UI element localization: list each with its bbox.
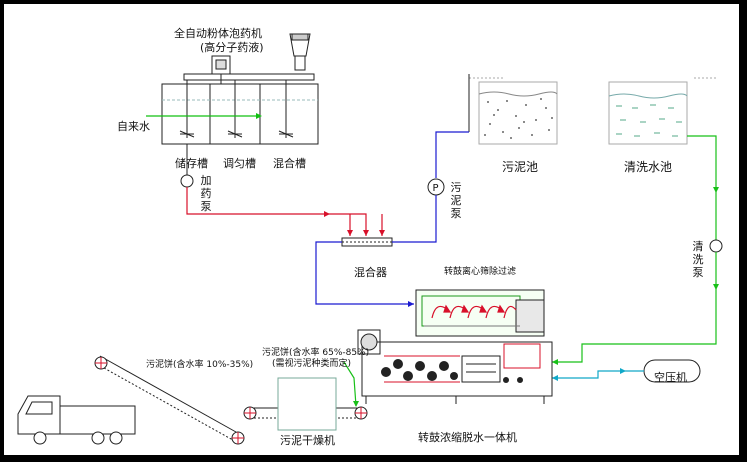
wash-pool-icon (608, 81, 688, 145)
cake-left-label: 污泥饼(含水率 10%-35%) (146, 360, 254, 370)
sludge-line (435, 131, 469, 178)
process-drawing: P (17, 33, 723, 445)
wash-pool-label: 清洗水池 (624, 160, 673, 174)
sludge-particles (484, 98, 553, 139)
rotary-filter-label: 转鼓离心筛除过滤 (444, 267, 517, 277)
rotary-drum-filter (415, 289, 545, 337)
sludge-dryer-label: 污泥干燥机 (280, 434, 335, 447)
mixer-label: 混合器 (354, 266, 387, 279)
dosing-pump-icon (180, 174, 194, 188)
storage-tank-label: 储存槽 (175, 157, 208, 170)
doser-unit (183, 33, 315, 84)
wash-water-dashes (616, 104, 682, 137)
cake-mid-label-1: 污泥饼(含水率 65%-85%) (262, 348, 370, 358)
doser-subtitle: (高分子药液) (200, 41, 264, 54)
sludge-pump-label: 污泥泵 (450, 181, 462, 220)
wash-line (687, 135, 717, 240)
air-line (552, 370, 644, 379)
main-machine-label: 转鼓浓缩脱水一体机 (418, 431, 517, 444)
cake-mid-label-2: (需视污泥种类而定) (272, 359, 352, 369)
wash-pump-label: 清洗泵 (692, 240, 704, 279)
sludge-pool-label: 污泥池 (502, 160, 539, 174)
air-compressor-label: 空压机 (654, 371, 687, 384)
truck-icon (17, 395, 136, 445)
wash-pump-icon (709, 239, 723, 253)
adjust-tank-label: 调匀槽 (223, 157, 256, 170)
dosing-pump-label: 加药泵 (200, 174, 212, 213)
sludge-pool-icon (478, 81, 558, 145)
tap-water-label: 自来水 (117, 120, 150, 133)
pump-symbol: P (433, 183, 439, 194)
dewatering-machine (357, 329, 553, 404)
inclined-conveyor (94, 355, 245, 445)
sludge-dryer-icon (277, 377, 337, 431)
doser-title: 全自动粉体泡药机 (174, 27, 262, 40)
tank-block (161, 80, 319, 145)
filter-flow-arrows (431, 304, 517, 319)
process-diagram: P (4, 4, 739, 455)
press-rollers (381, 359, 523, 383)
mixing-tank-label: 混合槽 (273, 157, 306, 170)
chemical-line (186, 187, 367, 236)
